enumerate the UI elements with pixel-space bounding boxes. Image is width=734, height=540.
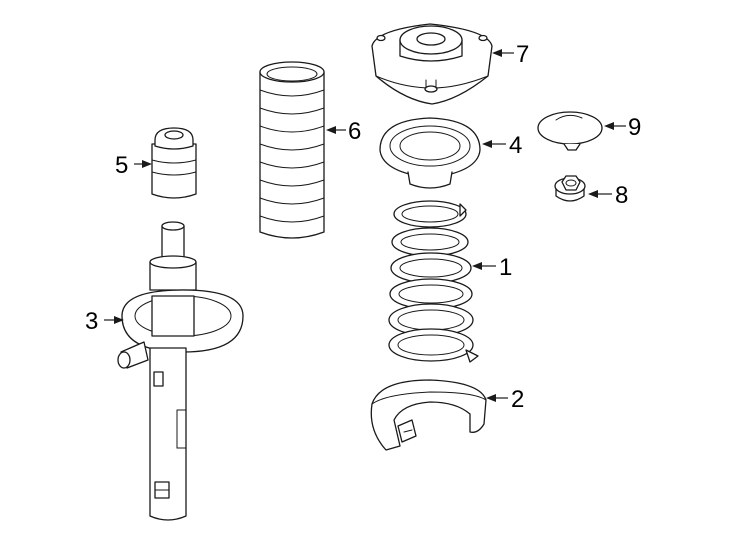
callout-number-7: 7	[516, 41, 529, 68]
bump-stop-illustration	[151, 127, 197, 199]
spring-upper-seat-illustration	[379, 117, 481, 189]
strut-mount-illustration	[371, 23, 493, 105]
callout-leaders	[104, 49, 626, 402]
arrowhead-4	[482, 140, 492, 148]
arrowhead-9	[604, 122, 614, 130]
arrowhead-3	[114, 316, 124, 324]
arrowhead-5	[142, 160, 152, 168]
arrowhead-6	[326, 126, 336, 134]
arrowhead-8	[588, 190, 598, 198]
callout-number-3: 3	[85, 308, 98, 335]
arrowhead-1	[472, 262, 482, 270]
callout-number-6: 6	[348, 118, 361, 145]
dust-boot-illustration	[259, 61, 325, 239]
arrowhead-7	[492, 49, 502, 57]
strut-assembly-illustration	[117, 221, 244, 521]
callout-number-4: 4	[509, 132, 522, 159]
spring-lower-seat-illustration	[370, 379, 487, 451]
mount-cap-illustration	[537, 111, 603, 151]
callout-number-9: 9	[628, 114, 641, 141]
nut-illustration	[554, 175, 586, 202]
callout-number-1: 1	[499, 254, 512, 281]
callout-numbers: 1 2 3 4 5 6 7 8 9	[85, 41, 641, 413]
arrowhead-2	[486, 394, 496, 402]
callout-number-2: 2	[511, 386, 524, 413]
coil-spring-illustration	[388, 200, 479, 363]
callout-number-8: 8	[615, 182, 628, 209]
callout-number-5: 5	[115, 152, 128, 179]
